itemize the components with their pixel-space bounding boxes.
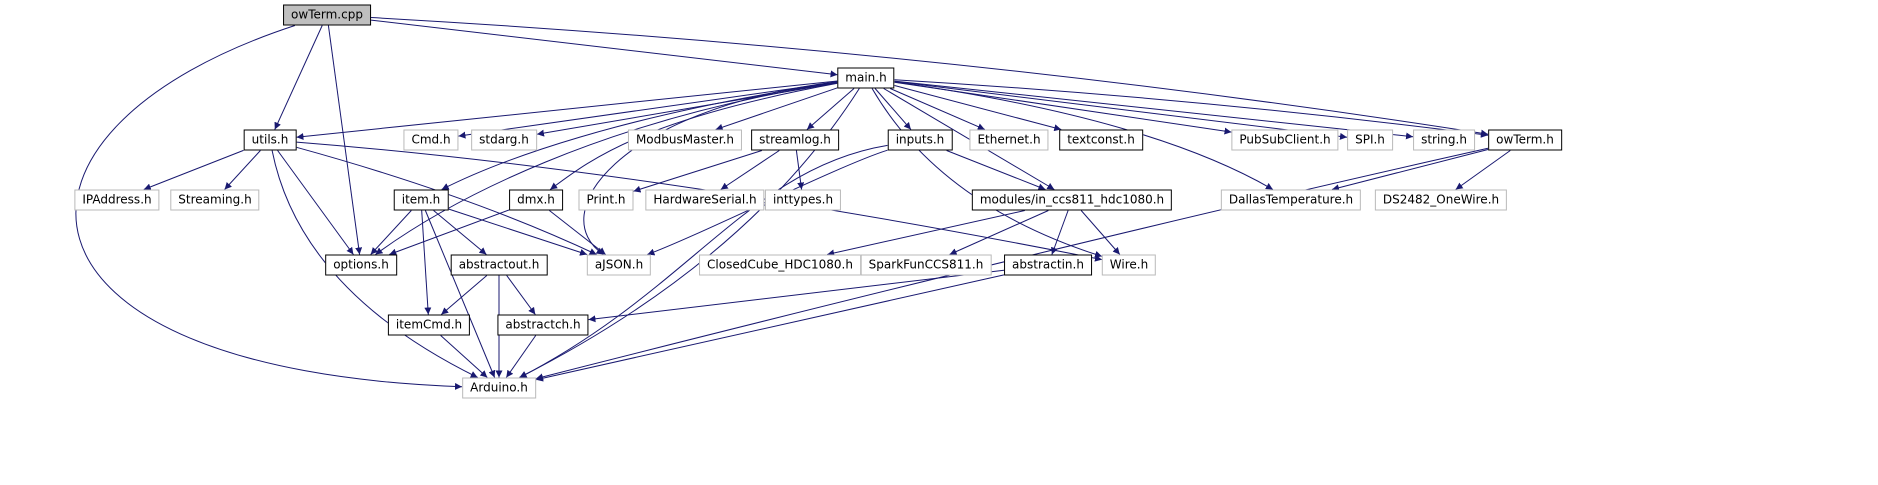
- edge-main-h--ethernet-h: [890, 88, 985, 130]
- edge-utils-h--arduino-h: [271, 150, 478, 378]
- node-main-h[interactable]: main.h: [837, 67, 895, 89]
- node-inttypes-h: inttypes.h: [764, 189, 842, 211]
- node-options-h[interactable]: options.h: [325, 254, 397, 276]
- edge-utils-h--wire-h: [296, 141, 1103, 262]
- edge-utils-h--options-h: [277, 150, 354, 255]
- edge-main-h--utils-h: [296, 80, 838, 140]
- node-dmx-h[interactable]: dmx.h: [509, 189, 563, 211]
- node-cmd-h: Cmd.h: [403, 129, 459, 151]
- node-closedcube-hdc1080-h: ClosedCube_HDC1080.h: [699, 254, 861, 276]
- edge-utils-h--ipaddress-h: [143, 149, 244, 191]
- node-abstractch-h[interactable]: abstractch.h: [497, 314, 589, 336]
- node-owterm-cpp[interactable]: owTerm.cpp: [283, 4, 371, 26]
- node-abstractout-h[interactable]: abstractout.h: [450, 254, 548, 276]
- node-modbusmaster-h: ModbusMaster.h: [627, 129, 743, 151]
- edge-main-h--streamlog-h: [806, 88, 855, 130]
- node-string-h: string.h: [1413, 129, 1475, 151]
- edge-main-h--cmd-h: [458, 81, 838, 139]
- node-ds2482-onewire-h: DS2482_OneWire.h: [1374, 189, 1508, 211]
- node-pubsubclient-h: PubSubClient.h: [1231, 129, 1339, 151]
- edge-item-h--itemcmd-h: [421, 210, 432, 315]
- edge-main-h--in-ccs811-hdc1080-h: [883, 88, 1055, 190]
- node-abstractin-h[interactable]: abstractin.h: [1004, 254, 1092, 276]
- edge-abstractout-h--abstractch-h: [506, 275, 536, 315]
- edge-owterm-cpp--arduino-h: [75, 25, 463, 390]
- node-owterm-h[interactable]: owTerm.h: [1488, 129, 1562, 151]
- edge-main-h--inputs-h: [874, 88, 912, 130]
- edge-dmx-h--options-h: [389, 209, 510, 256]
- node-print-h: Print.h: [578, 189, 634, 211]
- node-ethernet-h: Ethernet.h: [969, 129, 1049, 151]
- edge-main-h--ajson-h: [583, 81, 838, 255]
- node-textconst-h[interactable]: textconst.h: [1059, 129, 1143, 151]
- node-utils-h[interactable]: utils.h: [243, 129, 297, 151]
- edge-abstractin-h--arduino-h: [535, 274, 1005, 382]
- edge-item-h--abstractout-h: [433, 210, 487, 255]
- edge-itemcmd-h--arduino-h: [440, 335, 488, 378]
- edge-owterm-cpp--owterm-h: [370, 17, 1489, 137]
- node-itemcmd-h[interactable]: itemCmd.h: [387, 314, 471, 336]
- node-dallastemperature-h: DallasTemperature.h: [1220, 189, 1362, 211]
- edge-utils-h--ajson-h: [296, 146, 597, 255]
- edge-owterm-cpp--utils-h: [274, 25, 323, 130]
- node-streamlog-h[interactable]: streamlog.h: [751, 129, 839, 151]
- node-ipaddress-h: IPAddress.h: [74, 189, 160, 211]
- edge-inputs-h--in-ccs811-hdc1080-h: [946, 150, 1046, 191]
- edge-in-ccs811-hdc1080-h--sparkfunccs811-h: [949, 210, 1049, 255]
- node-stdarg-h: stdarg.h: [471, 129, 537, 151]
- edge-main-h--owterm-h: [894, 79, 1489, 138]
- edge-main-h--dallastemperature-h: [894, 81, 1274, 190]
- edge-streamlog-h--print-h: [633, 150, 763, 193]
- node-in-ccs811-hdc1080-h[interactable]: modules/in_ccs811_hdc1080.h: [971, 189, 1173, 211]
- edge-main-h--textconst-h: [894, 85, 1062, 132]
- edge-main-h--string-h: [894, 80, 1414, 140]
- node-ajson-h: aJSON.h: [586, 254, 652, 276]
- edge-main-h--wire-h: [871, 88, 1103, 258]
- node-hardwareserial-h: HardwareSerial.h: [645, 189, 765, 211]
- edge-owterm-h--arduino-h: [535, 147, 1489, 381]
- edge-utils-h--streaming-h: [224, 150, 261, 190]
- edge-in-ccs811-hdc1080-h--closedcube-hdc1080-h: [827, 210, 1025, 257]
- edge-main-h--item-h: [441, 81, 838, 190]
- node-item-h[interactable]: item.h: [393, 189, 449, 211]
- edge-streamlog-h--inttypes-h: [795, 150, 805, 190]
- edge-abstractout-h--itemcmd-h: [440, 275, 488, 315]
- edge-streamlog-h--hardwareserial-h: [720, 150, 780, 190]
- edge-owterm-h--dallastemperature-h: [1331, 149, 1489, 192]
- edge-owterm-h--ds2482-onewire-h: [1455, 150, 1511, 190]
- edge-item-h--arduino-h: [424, 210, 496, 378]
- edge-in-ccs811-hdc1080-h--wire-h: [1080, 210, 1121, 255]
- edge-main-h--spi-h: [894, 81, 1348, 140]
- node-wire-h: Wire.h: [1101, 254, 1157, 276]
- node-arduino-h: Arduino.h: [462, 377, 536, 399]
- edge-owterm-cpp--main-h: [370, 19, 838, 78]
- edge-main-h--modbusmaster-h: [715, 87, 838, 131]
- edge-dmx-h--ajson-h: [549, 210, 606, 255]
- node-streaming-h: Streaming.h: [170, 189, 260, 211]
- edge-in-ccs811-hdc1080-h--abstractin-h: [1051, 210, 1069, 255]
- edge-inputs-h--arduino-h: [519, 144, 888, 378]
- node-sparkfunccs811-h: SparkFunCCS811.h: [860, 254, 992, 276]
- node-inputs-h[interactable]: inputs.h: [887, 129, 953, 151]
- edge-item-h--ajson-h: [448, 208, 588, 256]
- node-spi-h: SPI.h: [1347, 129, 1393, 151]
- edge-abstractch-h--arduino-h: [505, 335, 537, 378]
- edge-item-h--options-h: [370, 210, 412, 255]
- edge-owterm-cpp--options-h: [327, 25, 363, 255]
